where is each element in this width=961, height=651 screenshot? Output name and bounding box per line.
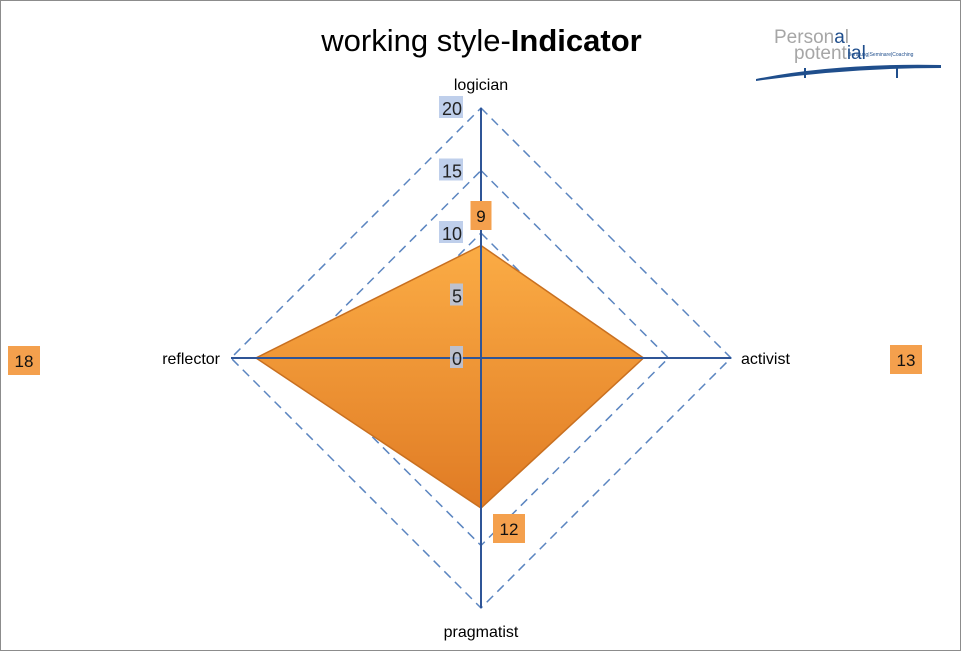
- tick-label-0: 0: [452, 349, 462, 369]
- value-box-activist: [890, 345, 922, 374]
- tick-bg-20: [439, 96, 463, 118]
- value-label-logician: 9: [476, 207, 485, 226]
- tick-bg-15: [439, 158, 463, 181]
- svg-text:Personal: Personal: [774, 27, 849, 48]
- value-label-pragmatist: 12: [500, 520, 519, 539]
- data-polygon: [254, 244, 645, 509]
- tick-label-20: 20: [442, 99, 462, 119]
- value-label-reflector: 18: [15, 352, 34, 371]
- svg-text:potential: potential: [794, 43, 866, 64]
- title-normal: working style-: [321, 23, 511, 58]
- value-box-reflector: [8, 346, 40, 375]
- category-label-reflector: reflector: [162, 351, 220, 368]
- tick-bg-10: [439, 221, 463, 243]
- category-label-activist: activist: [741, 351, 790, 368]
- tick-bg-0: [450, 346, 463, 368]
- tick-label-15: 15: [442, 162, 462, 182]
- tick-label-10: 10: [442, 224, 462, 244]
- personal-potential-logo: Personal potential Beratung|Seminare|Coa…: [756, 27, 941, 81]
- category-label-pragmatist: pragmatist: [444, 624, 519, 641]
- category-label-logician: logician: [454, 77, 508, 94]
- value-box-pragmatist: [493, 514, 525, 543]
- chart-title: working style-Indicator: [1, 23, 960, 59]
- value-label-activist: 13: [897, 351, 916, 370]
- svg-text:Beratung|Seminare|Coaching: Beratung|Seminare|Coaching: [848, 52, 914, 58]
- tick-label-5: 5: [452, 287, 462, 307]
- tick-bg-5: [450, 283, 463, 306]
- title-bold: Indicator: [510, 23, 642, 58]
- value-box-logician: [470, 201, 492, 230]
